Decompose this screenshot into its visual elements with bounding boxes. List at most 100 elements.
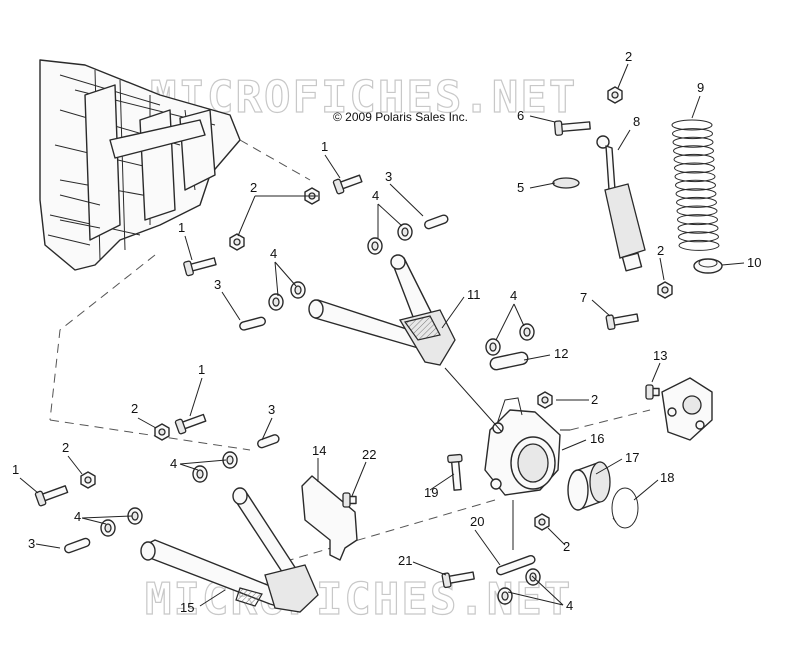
leader-line: [523, 354, 551, 361]
callout-14: 14: [312, 443, 326, 458]
callout-20: 20: [470, 514, 484, 529]
callout-9: 9: [697, 80, 704, 95]
leader-line: [412, 561, 447, 576]
leader-line: [441, 296, 465, 329]
callout-19: 19: [424, 485, 438, 500]
leader-line: [531, 575, 564, 606]
callout-4b: 4: [270, 246, 277, 261]
callout-4a: 4: [372, 188, 379, 203]
leader-line: [633, 479, 659, 501]
bolt: [447, 453, 463, 491]
washer: [552, 177, 580, 189]
callout-1c: 1: [198, 362, 205, 377]
bolt: [605, 313, 639, 331]
spring-coil: [673, 153, 715, 165]
spring-coil: [671, 119, 713, 131]
leader-line: [561, 439, 587, 451]
leader-line: [19, 477, 39, 494]
wheel-bearing: [567, 461, 611, 511]
leader-line: [547, 527, 566, 546]
leader-line: [495, 303, 515, 341]
callout-22: 22: [362, 447, 376, 462]
bolt: [553, 120, 591, 136]
callout-2f: 2: [62, 440, 69, 455]
spring-coil: [677, 214, 718, 226]
callout-13: 13: [653, 348, 667, 363]
bolt: [34, 485, 69, 507]
callout-6: 6: [517, 108, 524, 123]
spring-coil: [675, 179, 716, 191]
leader-line: [35, 543, 61, 549]
callout-11: 11: [467, 287, 481, 302]
callout-18: 18: [660, 470, 674, 485]
callout-4d: 4: [170, 456, 177, 471]
leader-line: [474, 529, 501, 566]
callout-15: 15: [180, 600, 194, 615]
nut: [537, 391, 553, 409]
leader-line: [274, 261, 297, 287]
leader-line: [179, 463, 199, 471]
callout-3d: 3: [28, 536, 35, 551]
snap-ring: [611, 487, 639, 529]
spring-coil: [677, 222, 719, 234]
spring-coil: [676, 205, 718, 217]
bushing-pin: [489, 351, 529, 371]
leader-line: [179, 459, 227, 465]
bearing-carrier: [484, 397, 561, 496]
nut: [657, 281, 673, 299]
bushing: [485, 338, 501, 356]
nut: [607, 86, 623, 104]
nut: [154, 423, 170, 441]
spring-coil: [674, 171, 716, 183]
callout-4f: 4: [566, 598, 573, 613]
callout-1a: 1: [321, 139, 328, 154]
bushing: [519, 323, 535, 341]
spring-coil: [675, 188, 717, 200]
callout-1d: 1: [12, 462, 19, 477]
bushing: [367, 237, 383, 255]
leader-line: [237, 195, 256, 237]
bolt: [441, 571, 475, 589]
spring-coil: [672, 128, 713, 140]
spring-coil: [678, 231, 719, 243]
copyright-notice: © 2009 Polaris Sales Inc.: [333, 110, 468, 124]
callout-7: 7: [580, 290, 587, 305]
callout-8: 8: [633, 114, 640, 129]
callout-2b: 2: [250, 180, 257, 195]
brake-caliper: [661, 377, 713, 441]
leader-line: [274, 261, 279, 297]
leader-line: [351, 461, 367, 497]
leader-line: [137, 417, 157, 429]
spring-coil: [672, 136, 714, 148]
leader-line: [221, 291, 241, 321]
bushing: [192, 465, 208, 483]
upper-control-arm: [308, 254, 456, 366]
bushing: [100, 519, 116, 537]
coil-spring: [671, 119, 720, 251]
callout-4c: 4: [510, 288, 517, 303]
leader-line: [617, 63, 629, 89]
leader-line: [81, 517, 107, 525]
pivot-pin: [64, 537, 91, 554]
bolt: [342, 492, 357, 508]
bolt: [174, 413, 207, 435]
callout-labels: 1 1 1 1 2 2 2 2 2 2 2 3 3 3 3 4 4 4 4 4 …: [12, 49, 761, 615]
pivot-pin: [257, 434, 280, 449]
bushing: [290, 281, 306, 299]
pivot-pin: [496, 554, 536, 576]
callout-4e: 4: [74, 509, 81, 524]
callout-5: 5: [517, 180, 524, 195]
callout-1b: 1: [178, 220, 185, 235]
leader-line: [651, 362, 661, 383]
callout-10: 10: [747, 255, 761, 270]
spring-coil: [673, 145, 714, 157]
leader-line: [261, 417, 273, 441]
spring-coil: [678, 239, 720, 251]
frame-section: [39, 59, 241, 271]
leader-line: [595, 458, 623, 475]
callout-2d: 2: [591, 392, 598, 407]
nut: [534, 513, 550, 531]
bushing: [268, 293, 284, 311]
callout-2c: 2: [657, 243, 664, 258]
